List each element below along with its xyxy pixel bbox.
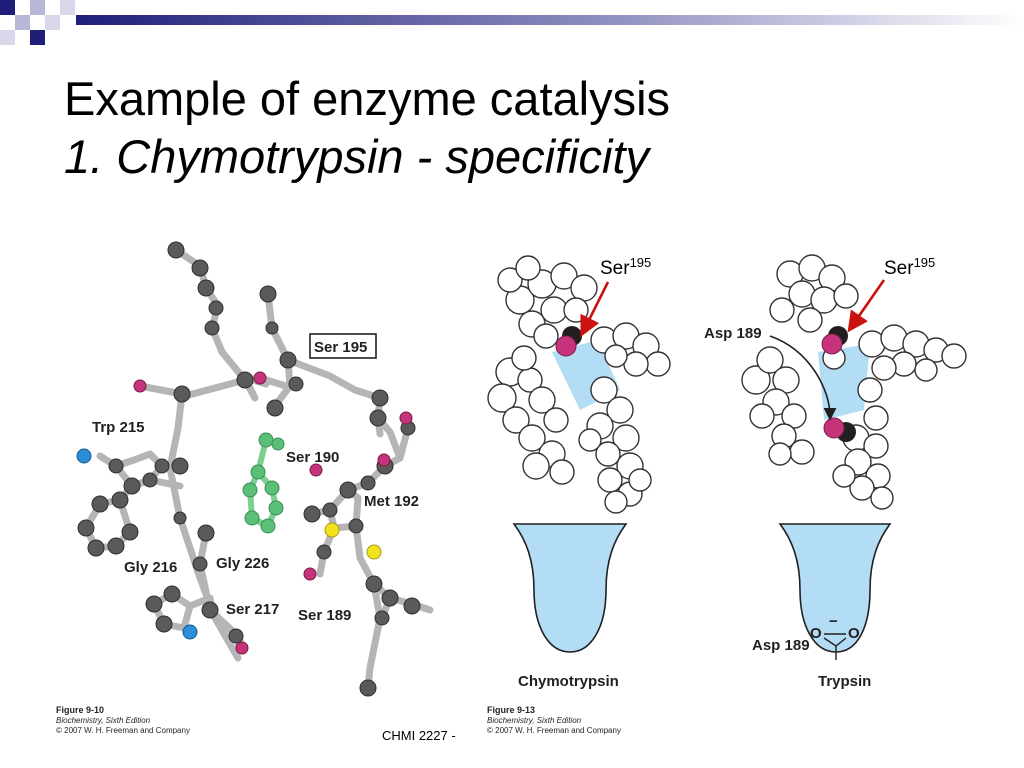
label-chymotrypsin: Chymotrypsin [518,673,619,690]
trypsin-pocket-shape [778,523,892,653]
label-ser190: Ser 190 [286,449,339,466]
chymotrypsin-trypsin-pocket-figure: Ser195 Ser195 Asp 189 − O O Asp 18 [487,254,967,690]
label-met192: Met 192 [364,493,419,510]
label-gly216: Gly 216 [124,559,177,576]
title-line-1: Example of enzyme catalysis [64,72,671,125]
ser195-chymo-sup: 195 [630,255,652,270]
label-ser217: Ser 217 [226,601,279,618]
chymotrypsin-space-filling-model [487,255,671,514]
caption-9-13-book: Biochemistry, Sixth Edition [487,716,582,725]
caption-9-13-copyright: © 2007 W. H. Freeman and Company [487,726,621,735]
chymotrypsin-pocket-shape [512,523,628,653]
slide-title: Example of enzyme catalysis 1. Chymotryp… [64,70,670,186]
carboxylate-oxygen-right: O [848,625,860,642]
ser195-chymo-base: Ser [600,258,630,279]
carboxylate-minus: − [829,613,838,630]
trypsin-space-filling-model [741,254,967,510]
ser195-tryp-sup: 195 [914,255,936,270]
caption-9-10-copyright: © 2007 W. H. Freeman and Company [56,726,190,735]
caption-9-13-figure: Figure 9-13 [487,705,536,715]
label-gly226: Gly 226 [216,555,269,572]
carboxylate-oxygen-left: O [810,625,822,642]
title-line-2: 1. Chymotrypsin - specificity [64,130,650,183]
label-ser195-trypsin: Ser195 [884,255,935,279]
caption-9-10-figure: Figure 9-10 [56,705,105,715]
label-trypsin: Trypsin [818,673,871,690]
label-trp215: Trp 215 [92,419,145,436]
label-asp189-bottom: Asp 189 [752,637,810,654]
caption-9-10-book: Biochemistry, Sixth Edition [56,716,151,725]
caption-figure-9-13: Figure 9-13 Biochemistry, Sixth Edition … [487,705,621,736]
caption-figure-9-10: Figure 9-10 Biochemistry, Sixth Edition … [56,705,190,736]
label-ser195-chymotrypsin: Ser195 [600,255,651,279]
header-decoration [0,0,1024,45]
ser195-tryp-base: Ser [884,258,914,279]
label-ser195: Ser 195 [314,339,367,356]
label-ser189: Ser 189 [298,607,351,624]
chymotrypsin-pocket-ball-stick-figure: Ser 195 Trp 215 Ser 190 Met 192 Gly 216 … [76,241,434,697]
slide-footer: CHMI 2227 - [382,728,456,743]
label-asp189-top: Asp 189 [704,325,762,342]
